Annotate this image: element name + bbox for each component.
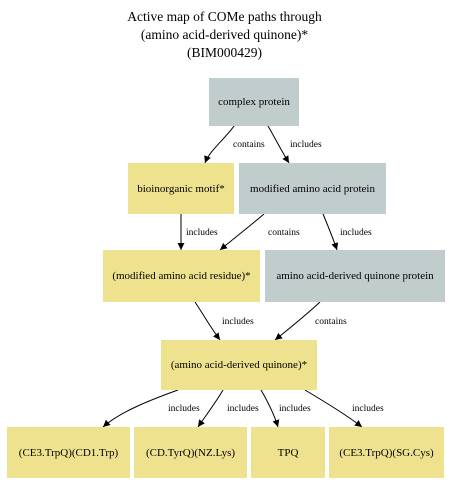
edge-quinone-to-cd-tyrq	[197, 389, 224, 428]
node-complex-protein[interactable]: complex protein	[209, 78, 299, 126]
node-label: (CE3.TrpQ)(CD1.Trp)	[18, 446, 119, 459]
node-amino-acid-derived-quinone-protein[interactable]: amino acid-derived quinone protein	[265, 250, 445, 302]
node-label: (amino acid-derived quinone)*	[170, 359, 308, 371]
edge-complex-to-bioinorganic	[204, 125, 235, 164]
edge-label-contains: contains	[315, 317, 347, 327]
edge-label-includes: includes	[340, 228, 372, 238]
edge-label-contains: contains	[268, 228, 300, 238]
title-line-3: (BIM000429)	[187, 45, 262, 60]
node-modified-amino-acid-protein[interactable]: modified amino acid protein	[239, 163, 386, 214]
edge-residue-to-quinone	[194, 301, 221, 341]
edge-quinone-to-ce3-sg	[304, 389, 363, 428]
edge-modified-protein-to-residue	[219, 213, 265, 251]
node-modified-amino-acid-residue[interactable]: (modified amino acid residue)*	[103, 250, 260, 302]
edge-modified-protein-to-quinone-protein	[322, 213, 339, 251]
node-label: (CE3.TrpQ)(SG.Cys)	[339, 446, 434, 459]
edge-label-includes: includes	[186, 228, 218, 238]
title-line-1: Active map of COMe paths through	[127, 9, 322, 24]
edge-label-includes: includes	[279, 404, 311, 414]
node-cd-tyrq-nz-lys[interactable]: (CD.TyrQ)(NZ.Lys)	[134, 427, 247, 478]
edge-quinone-protein-to-quinone	[274, 301, 321, 341]
edge-label-contains: contains	[233, 140, 265, 150]
node-label: TPQ	[277, 446, 299, 459]
edge-quinone-to-ce3-cd1	[102, 389, 179, 428]
node-label: amino acid-derived quinone protein	[276, 270, 434, 282]
edge-label-includes: includes	[227, 404, 259, 414]
edge-label-includes: includes	[168, 404, 200, 414]
node-ce3-trpq-cd1-trp[interactable]: (CE3.TrpQ)(CD1.Trp)	[7, 427, 130, 478]
edge-quinone-to-tpq	[260, 389, 280, 428]
diagram-title: Active map of COMe paths through (amino …	[0, 8, 449, 62]
edge-label-includes: includes	[222, 317, 254, 327]
edge-label-includes: includes	[290, 140, 322, 150]
edge-label-includes: includes	[352, 404, 384, 414]
edge-complex-to-modified-protein	[267, 125, 290, 164]
node-label: complex protein	[218, 96, 290, 108]
node-ce3-trpq-sg-cys[interactable]: (CE3.TrpQ)(SG.Cys)	[329, 427, 444, 478]
node-tpq[interactable]: TPQ	[251, 427, 325, 478]
node-amino-acid-derived-quinone[interactable]: (amino acid-derived quinone)*	[161, 340, 317, 390]
node-bioinorganic-motif[interactable]: bioinorganic motif*	[128, 163, 234, 214]
node-label: (modified amino acid residue)*	[112, 270, 251, 282]
node-label: (CD.TyrQ)(NZ.Lys)	[145, 446, 236, 459]
node-label: bioinorganic motif*	[137, 182, 225, 195]
node-label: modified amino acid protein	[250, 182, 375, 195]
title-line-2: (amino acid-derived quinone)*	[140, 27, 309, 42]
